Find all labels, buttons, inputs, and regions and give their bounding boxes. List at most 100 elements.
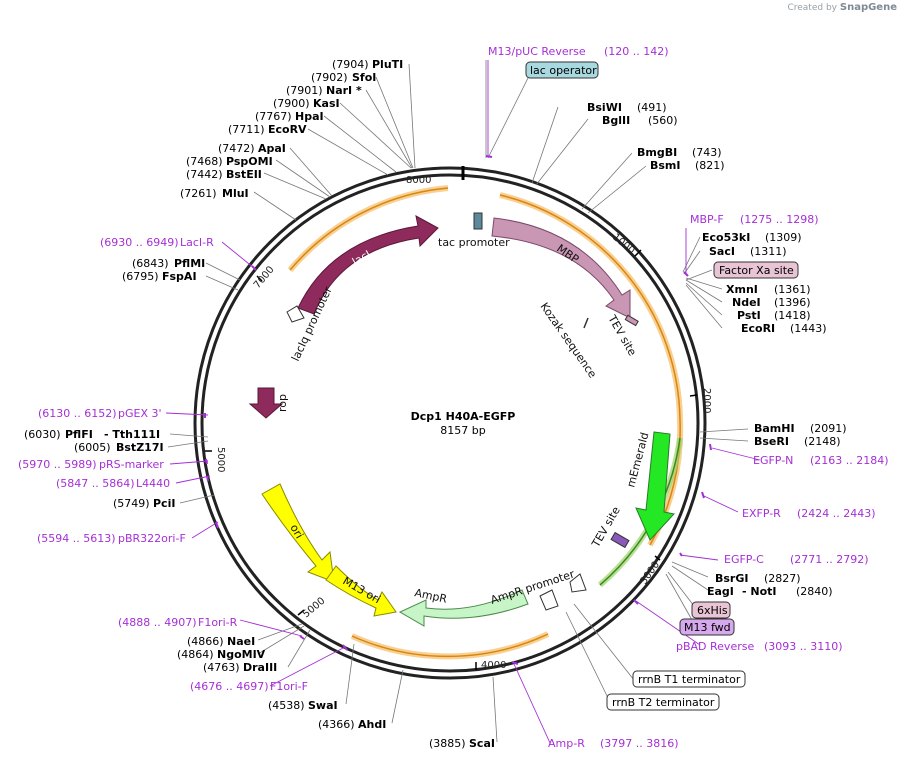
enzyme-ecori[interactable]: EcoRI <box>741 322 775 335</box>
tick-label-2000: 2000 <box>701 388 712 413</box>
enzyme-ecorv[interactable]: EcoRV <box>268 123 307 136</box>
tac-promoter-mark <box>473 212 483 230</box>
enzyme-noti-pos: (2840) <box>796 585 833 598</box>
enzyme-pcii-pos: (5749) <box>113 497 150 510</box>
primer-l4440-range: (5847 .. 5864) <box>56 477 135 490</box>
enzyme-bstz17i[interactable]: BstZ17I <box>116 441 164 454</box>
enzyme-mlui-pos: (7261) <box>180 187 217 200</box>
enzyme-nari[interactable]: NarI * <box>326 84 362 97</box>
tac-promoter-label: tac promoter <box>438 236 510 249</box>
enzyme-kasi-pos: (7900) <box>273 97 310 110</box>
enzyme-pflfi[interactable]: PflFI <box>65 428 93 441</box>
enzyme-fspai-pos: (6795) <box>122 270 159 283</box>
enzyme-ndei[interactable]: NdeI <box>732 296 761 309</box>
rop-feature-arrow[interactable] <box>248 387 284 419</box>
primer-f1ori-r[interactable]: F1ori-R <box>198 616 238 629</box>
enzyme-bsiwi[interactable]: BsiWI <box>587 101 622 114</box>
enzyme-eagi[interactable]: EagI <box>707 585 734 598</box>
enzyme-mlui[interactable]: MluI <box>222 187 249 200</box>
enzyme-bsrgi[interactable]: BsrGI <box>715 572 748 585</box>
enzyme-fspai[interactable]: FspAI <box>162 270 197 283</box>
backbone-outer-ring <box>193 166 707 680</box>
enzyme-pflmi[interactable]: PflMI <box>174 257 205 270</box>
rrnb-t1-terminator-label: rrnB T1 terminator <box>638 673 741 686</box>
enzyme-apai[interactable]: ApaI <box>258 142 286 155</box>
primer-pgex3[interactable]: pGEX 3' <box>118 407 162 420</box>
kozak-mark <box>583 317 589 329</box>
enzyme-bsteii-pos: (7442) <box>186 168 223 181</box>
enzyme-naei[interactable]: NaeI <box>227 635 255 648</box>
enzyme-sfoi[interactable]: SfoI <box>352 71 376 84</box>
ampr-promoter-arrow <box>539 589 559 611</box>
enzyme-pluti[interactable]: PluTI <box>372 58 403 71</box>
enzyme-xmni[interactable]: XmnI <box>726 283 758 296</box>
primer-mbp-f[interactable]: MBP-F <box>690 213 724 226</box>
primer-m13-puc-reverse[interactable]: M13/pUC Reverse <box>488 45 586 58</box>
primer-pgex3-range: (6130 .. 6152) <box>38 407 117 420</box>
enzyme-saci-pos: (1311) <box>750 245 787 258</box>
snapgene-credit: Created by SnapGene <box>787 2 897 13</box>
left-enzyme-labels: (7904) PluTI (7902) SfoI (7901) NarI * (… <box>24 58 495 750</box>
enzyme-bmgbi-pos: (743) <box>692 146 722 159</box>
primer-pbad-reverse[interactable]: pBAD Reverse <box>676 640 754 653</box>
right-enzyme-labels: BsiWI (491) BglII (560) BmgBI (743) BsmI… <box>587 101 847 598</box>
enzyme-tth111i[interactable]: - Tth111I <box>104 428 160 441</box>
enzyme-bamhi[interactable]: BamHI <box>754 422 795 435</box>
primer-amp-r[interactable]: Amp-R <box>548 737 585 750</box>
enzyme-bseri-pos: (2148) <box>804 435 841 448</box>
enzyme-bsmi[interactable]: BsmI <box>650 159 681 172</box>
rrnb-t1-terminator-box[interactable]: rrnB T1 terminator <box>632 670 746 688</box>
enzyme-pflfi-pos: (6030) <box>24 428 61 441</box>
primer-egfp-c[interactable]: EGFP-C <box>724 553 764 566</box>
enzyme-sfoi-pos: (7902) <box>311 71 348 84</box>
enzyme-swai[interactable]: SwaI <box>308 699 338 712</box>
primer-l4440[interactable]: L4440 <box>136 477 170 490</box>
enzyme-bsteii[interactable]: BstEII <box>226 168 262 181</box>
primer-prs-marker[interactable]: pRS-marker <box>99 458 164 471</box>
enzyme-nari-pos: (7901) <box>286 84 323 97</box>
primer-exfp-r[interactable]: EXFP-R <box>742 507 781 520</box>
primer-f1ori-f[interactable]: F1ori-F <box>270 680 308 693</box>
plasmid-name: Dcp1 H40A-EGFP <box>411 410 516 423</box>
enzyme-hpai[interactable]: HpaI <box>295 110 324 123</box>
enzyme-noti[interactable]: - NotI <box>742 585 777 598</box>
enzyme-draiii[interactable]: DraIII <box>243 661 277 674</box>
enzyme-bglii[interactable]: BglII <box>602 114 630 127</box>
ori-label: ori <box>287 522 305 541</box>
enzyme-ngomiv[interactable]: NgoMIV <box>217 648 266 661</box>
enzyme-psti[interactable]: PstI <box>737 309 761 322</box>
lac-operator-box[interactable]: lac operator <box>525 61 599 79</box>
enzyme-eco53ki[interactable]: Eco53kI <box>702 231 750 244</box>
ori-feature-arrow[interactable] <box>261 483 335 583</box>
enzyme-scai[interactable]: ScaI <box>469 737 495 750</box>
m13-ori-feature-arrow[interactable] <box>325 565 397 617</box>
snapgene-logo-text: SnapGene <box>839 2 897 13</box>
primer-egfp-n-range: (2163 .. 2184) <box>810 454 889 467</box>
credit-text: Created by <box>787 3 837 13</box>
enzyme-saci[interactable]: SacI <box>709 245 735 258</box>
six-his-box[interactable]: 6xHis <box>691 601 731 619</box>
enzyme-ahdi[interactable]: AhdI <box>358 718 386 731</box>
mbp-feature-arrow[interactable] <box>491 217 631 319</box>
enzyme-bseri[interactable]: BseRI <box>754 435 789 448</box>
ampr-feature-arrow[interactable] <box>398 589 529 627</box>
primer-laci-r[interactable]: LacI-R <box>180 236 214 249</box>
enzyme-psppomi[interactable]: PspOMI <box>226 155 273 168</box>
laci-feature-arrow[interactable] <box>297 215 439 315</box>
enzyme-pcii[interactable]: PciI <box>153 497 175 510</box>
memerald-label: mEmerald <box>624 431 651 489</box>
enzyme-bamhi-pos: (2091) <box>810 422 847 435</box>
primer-pbr322ori-f[interactable]: pBR322ori-F <box>118 532 186 545</box>
enzyme-apai-pos: (7472) <box>218 142 255 155</box>
primer-egfp-n[interactable]: EGFP-N <box>753 454 793 467</box>
tick-label-4000: 4000 <box>481 660 506 671</box>
enzyme-kasi[interactable]: KasI <box>313 97 340 110</box>
tick-2000 <box>689 394 698 397</box>
enzyme-ngomiv-pos: (4864) <box>177 648 214 661</box>
factor-xa-site-box[interactable]: Factor Xa site <box>713 261 799 279</box>
memerald-feature-arrow[interactable] <box>635 431 675 541</box>
rrnb-t2-terminator-box[interactable]: rrnB T2 terminator <box>606 693 720 711</box>
enzyme-bmgbi[interactable]: BmgBI <box>637 146 677 159</box>
m13-fwd-box[interactable]: M13 fwd <box>679 618 735 636</box>
laciq-promoter-arrow <box>286 305 305 323</box>
